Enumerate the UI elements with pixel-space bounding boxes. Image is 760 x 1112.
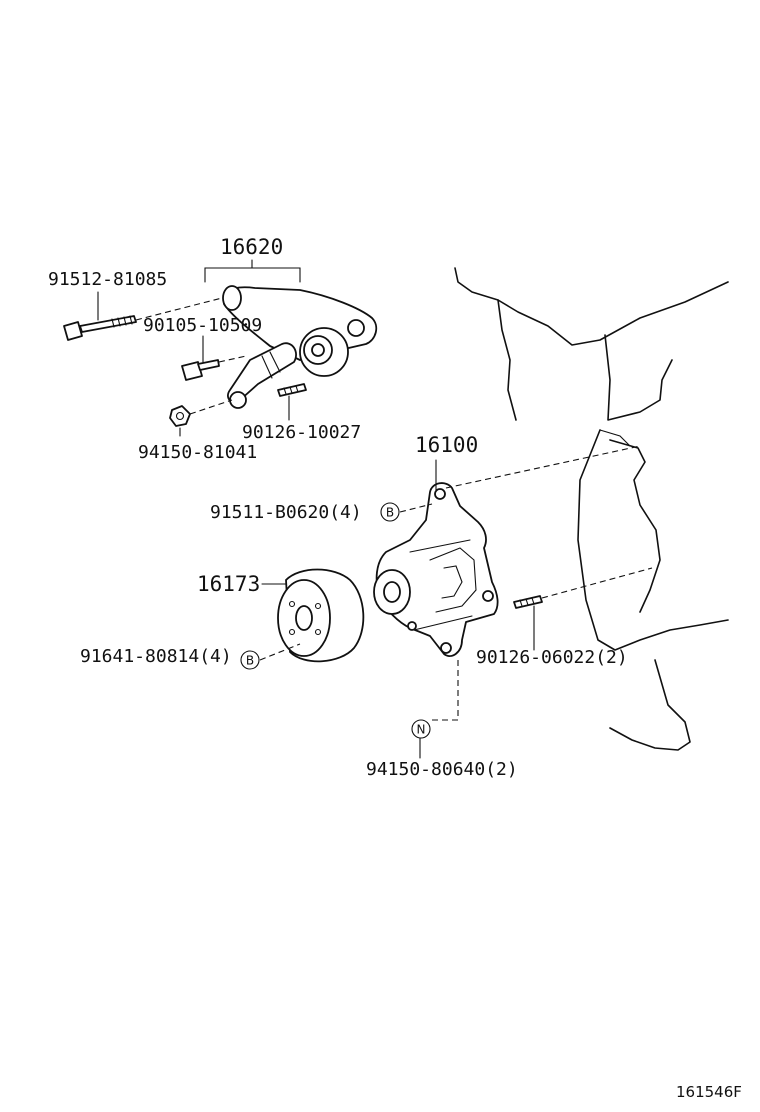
b-marker-upper-text: B — [386, 506, 394, 520]
label-91512-81085: 91512-81085 — [48, 269, 167, 290]
b-marker-upper: B — [380, 502, 400, 522]
engine-block-outline — [454, 267, 729, 751]
b-marker-lower: B — [240, 650, 260, 670]
reference-code: 161546F — [676, 1083, 742, 1101]
long-bolt-91512 — [63, 315, 137, 341]
label-90105-10509: 90105-10509 — [143, 315, 262, 336]
leader-lines — [97, 259, 653, 759]
pulley-16173 — [277, 568, 365, 663]
label-16173: 16173 — [197, 572, 260, 596]
label-91641-80814: 91641-80814(4) — [80, 646, 232, 667]
n-marker: N — [411, 719, 431, 739]
bolt-90105 — [181, 359, 220, 381]
label-90126-10027: 90126-10027 — [242, 422, 361, 443]
label-94150-80640: 94150-80640(2) — [366, 759, 518, 780]
stud-90126-06022 — [513, 595, 543, 609]
tensioner-assembly-16620 — [222, 285, 378, 409]
label-90126-06022: 90126-06022(2) — [476, 647, 628, 668]
label-16100: 16100 — [415, 433, 478, 457]
water-pump-16100 — [373, 482, 499, 657]
n-marker-text: N — [417, 723, 426, 737]
b-marker-lower-text: B — [246, 654, 254, 668]
nut-94150-81041 — [169, 405, 191, 427]
label-91511-B0620: 91511-B0620(4) — [210, 502, 362, 523]
label-94150-81041: 94150-81041 — [138, 442, 257, 463]
stud-90126-10027 — [277, 383, 307, 397]
label-16620: 16620 — [220, 235, 283, 259]
